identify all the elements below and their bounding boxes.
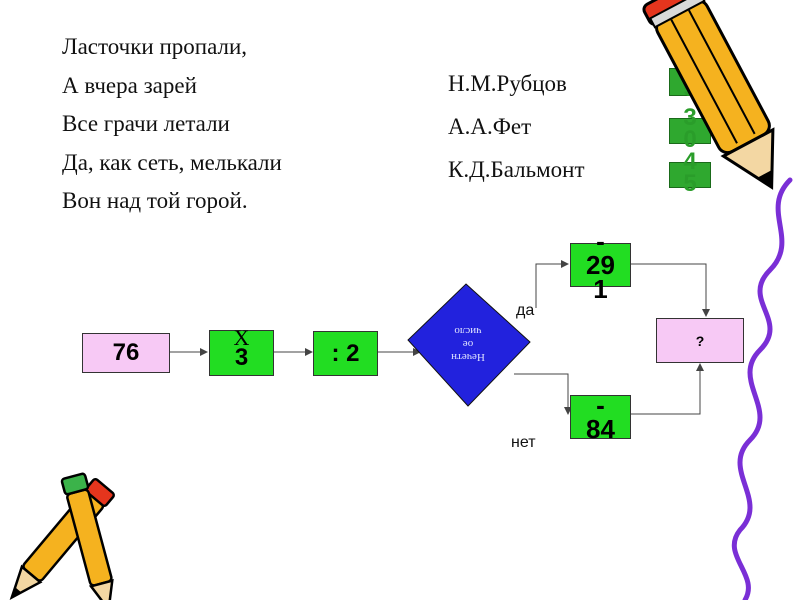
divide-operation: : 2: [331, 339, 360, 367]
no-label: нет: [511, 434, 536, 451]
yes-label: да: [516, 302, 535, 319]
multiply-sign: Х: [233, 325, 250, 350]
yes-branch-box: - 29 1: [570, 228, 631, 302]
poem-line: Да, как сеть, мелькали: [62, 149, 282, 175]
poem-line: Вон над той горой.: [62, 188, 248, 213]
decorative-squiggle: [731, 177, 793, 600]
connector-arrow: [631, 263, 710, 317]
poem-line: А вчера зарей: [62, 72, 197, 98]
multiply-box: Х 3: [209, 325, 274, 376]
start-value: 76: [112, 339, 140, 366]
yes-branch-value: 29: [586, 250, 615, 280]
result-box[interactable]: ?: [656, 318, 744, 363]
no-branch-box: - 84: [570, 390, 631, 444]
answer-digit-top: 4: [683, 148, 697, 175]
connector-arrow: [535, 260, 569, 308]
poem-line: Ласточки пропали,: [62, 34, 248, 59]
author-option[interactable]: Н.М.Рубцов: [448, 71, 567, 96]
yes-branch-value-cont: 1: [593, 274, 608, 304]
poem: Ласточки пропали, А вчера зарей Все грач…: [62, 28, 282, 221]
answer-digit-bottom: 5: [683, 170, 697, 197]
author-option[interactable]: А.А.Фет: [448, 114, 532, 139]
answer-box[interactable]: 4 5: [669, 150, 711, 196]
connector-arrow: [631, 363, 704, 415]
result-value: ?: [695, 332, 705, 349]
author-list: Н.М.Рубцов А.А.Фет К.Д.Бальмонт: [448, 62, 585, 191]
answer-digit-top: 3: [683, 104, 697, 131]
decision-text: число: [454, 325, 482, 337]
connector-lines: [170, 260, 710, 415]
answer-box[interactable]: 3 0: [669, 106, 711, 152]
start-value-box: 76: [82, 333, 170, 373]
answer-digit-bottom: 0: [683, 126, 697, 153]
decision-text: ое: [463, 338, 474, 350]
decision-text: Нечетн: [451, 351, 485, 363]
divide-box: : 2: [313, 331, 378, 376]
decision-diamond: Нечетн ое число: [407, 283, 531, 407]
crossed-pencils-icon: [9, 472, 115, 600]
yes-branch-sign: -: [596, 226, 605, 256]
pencil-icon: [642, 0, 775, 190]
connector-arrow: [514, 373, 572, 415]
poem-line: Все грачи летали: [62, 111, 230, 136]
author-option[interactable]: К.Д.Бальмонт: [448, 157, 585, 182]
no-branch-value: 84: [586, 414, 615, 444]
multiply-factor: 3: [234, 344, 249, 371]
no-branch-sign: -: [596, 390, 605, 420]
